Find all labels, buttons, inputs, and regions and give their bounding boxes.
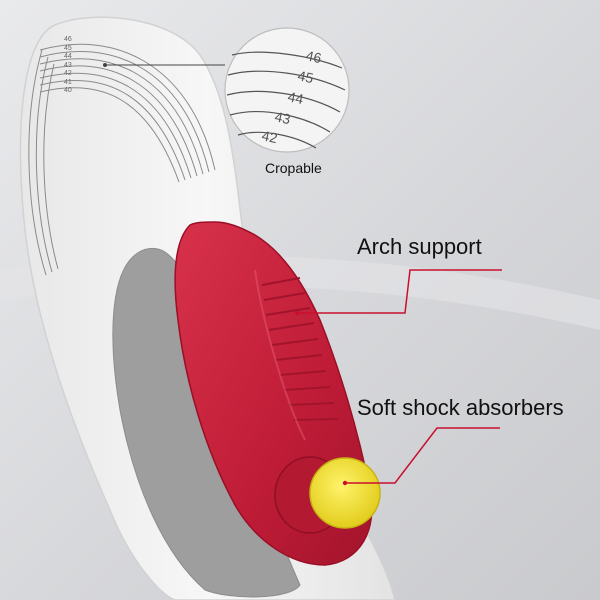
- magnifier-size-numbers: 46 45 44 43 42: [260, 47, 323, 146]
- callout-leader-lines: [105, 64, 502, 484]
- arch-leader-dot: [294, 310, 300, 316]
- cropable-label: Cropable: [265, 160, 322, 176]
- shock-absorbers-label: Soft shock absorbers: [357, 395, 564, 420]
- cropable-leader-dot: [103, 63, 107, 67]
- insole-size: 40: [64, 87, 72, 94]
- insole-size-numbers: 46 45 44 43 42 41 40: [64, 36, 72, 94]
- insole-size: 44: [64, 53, 72, 60]
- shock-absorber-pad: [309, 457, 381, 529]
- insole-size: 43: [64, 62, 72, 69]
- magnifier-size: 45: [296, 67, 315, 86]
- insole-size: 42: [64, 70, 72, 77]
- magnifier-circle: [224, 27, 350, 153]
- magnifier-size: 46: [304, 47, 323, 66]
- insole-size: 46: [64, 36, 72, 43]
- insole-size: 45: [64, 45, 72, 52]
- magnifier-size: 44: [286, 88, 305, 107]
- insole-trim-lines: [28, 43, 216, 276]
- insole-size: 41: [64, 79, 72, 86]
- absorber-leader-line: [345, 427, 500, 484]
- absorber-leader-dot: [342, 480, 348, 486]
- arch-ribs: [261, 277, 339, 421]
- magnifier-size: 42: [260, 127, 279, 146]
- magnifier-size: 43: [273, 108, 292, 127]
- arch-support-label: Arch support: [357, 234, 482, 259]
- magnifier-trim-lines: [226, 51, 346, 149]
- arch-highlight: [254, 269, 306, 441]
- arch-leader-line: [297, 269, 502, 314]
